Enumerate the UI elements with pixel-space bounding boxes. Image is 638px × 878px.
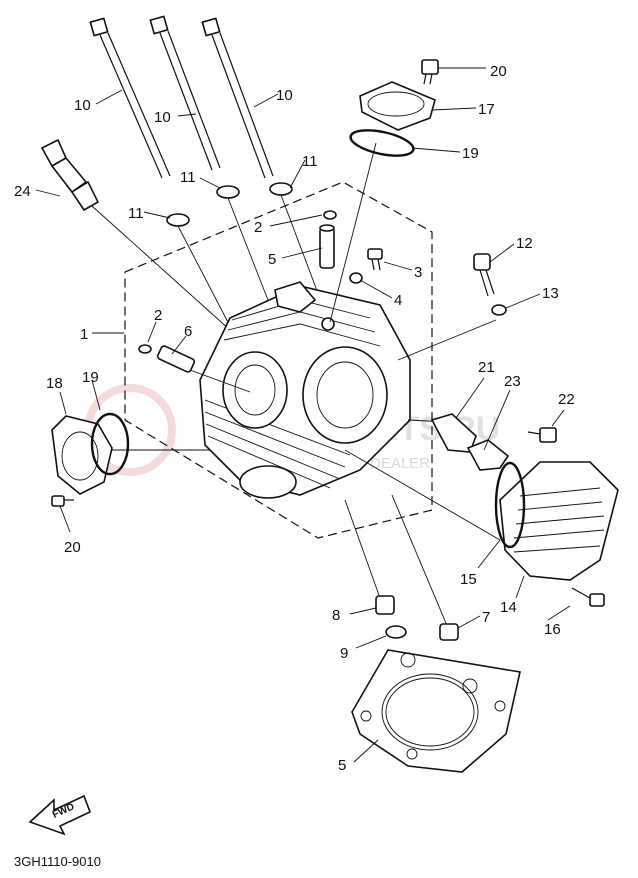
callout-4: 4 <box>394 292 402 309</box>
valve-guide-upper <box>319 210 337 269</box>
callout-10-right: 10 <box>276 87 293 104</box>
washer-13 <box>491 304 507 316</box>
drawing-code: 3GH1110-9010 <box>14 854 101 869</box>
stud-bolt-middle <box>149 15 221 171</box>
plug-4 <box>349 272 363 284</box>
cylinder-head-gasket <box>351 649 521 773</box>
callout-7: 7 <box>482 609 490 626</box>
watermark-subtext: DEALER <box>370 455 430 472</box>
callout-3: 3 <box>414 264 422 281</box>
tappet-cover-side <box>51 412 130 507</box>
callout-9: 9 <box>340 645 348 662</box>
callout-15: 15 <box>460 571 477 588</box>
callout-21: 21 <box>478 359 495 376</box>
callout-12: 12 <box>516 235 533 252</box>
callout-labels: 10 10 10 11 11 11 24 2 5 3 4 12 13 20 17… <box>14 63 575 774</box>
callout-11-right: 11 <box>302 153 318 170</box>
callout-20-top: 20 <box>490 63 507 80</box>
cam-boss-right <box>302 346 388 444</box>
callout-6: 5 <box>338 757 346 774</box>
valve-guide-lower <box>138 344 196 373</box>
bolt-12 <box>473 253 495 297</box>
callout-10-middle: 10 <box>154 109 171 126</box>
callout-13: 13 <box>542 285 559 302</box>
fwd-arrow-icon: FWD <box>28 794 92 836</box>
callout-1: 1 <box>80 326 88 343</box>
callout-14: 14 <box>500 599 517 616</box>
washer-left <box>166 213 190 227</box>
callout-2-lower: 2 <box>154 307 162 324</box>
spark-plug <box>40 138 231 331</box>
callout-5-lower: 6 <box>184 323 192 340</box>
bolt-3 <box>367 248 383 271</box>
callout-19-top: 19 <box>462 145 479 162</box>
callout-17: 17 <box>478 101 495 118</box>
callout-16: 16 <box>544 621 561 638</box>
callout-22: 22 <box>558 391 575 408</box>
stud-bolts <box>89 15 329 331</box>
callout-11-left: 11 <box>128 205 144 222</box>
callout-18: 18 <box>46 375 63 392</box>
dowel-8 <box>375 595 395 615</box>
callout-20-side: 20 <box>64 539 81 556</box>
oring-9 <box>385 625 407 639</box>
stud-bolt-right <box>201 17 274 179</box>
callout-leaders <box>35 67 571 763</box>
intake-pipe <box>430 413 557 471</box>
tappet-cover-top <box>349 59 439 157</box>
callout-23: 23 <box>504 373 521 390</box>
callout-11-middle: 11 <box>180 169 196 186</box>
callout-19-side: 19 <box>82 369 99 386</box>
callout-2-upper: 2 <box>254 219 262 236</box>
callout-10-left: 10 <box>74 97 91 114</box>
callout-24: 24 <box>14 183 31 200</box>
callout-8: 8 <box>332 607 340 624</box>
cylinder-head-assembly-boundary <box>124 181 433 539</box>
dowel-7 <box>439 623 459 641</box>
washer-middle <box>216 185 240 199</box>
washer-right <box>269 182 293 196</box>
head-side-cover <box>494 461 619 607</box>
lower-parts <box>351 595 521 773</box>
stud-bolt-left <box>89 17 171 179</box>
cam-boss-left <box>222 351 288 429</box>
callout-5-upper: 5 <box>268 251 276 268</box>
